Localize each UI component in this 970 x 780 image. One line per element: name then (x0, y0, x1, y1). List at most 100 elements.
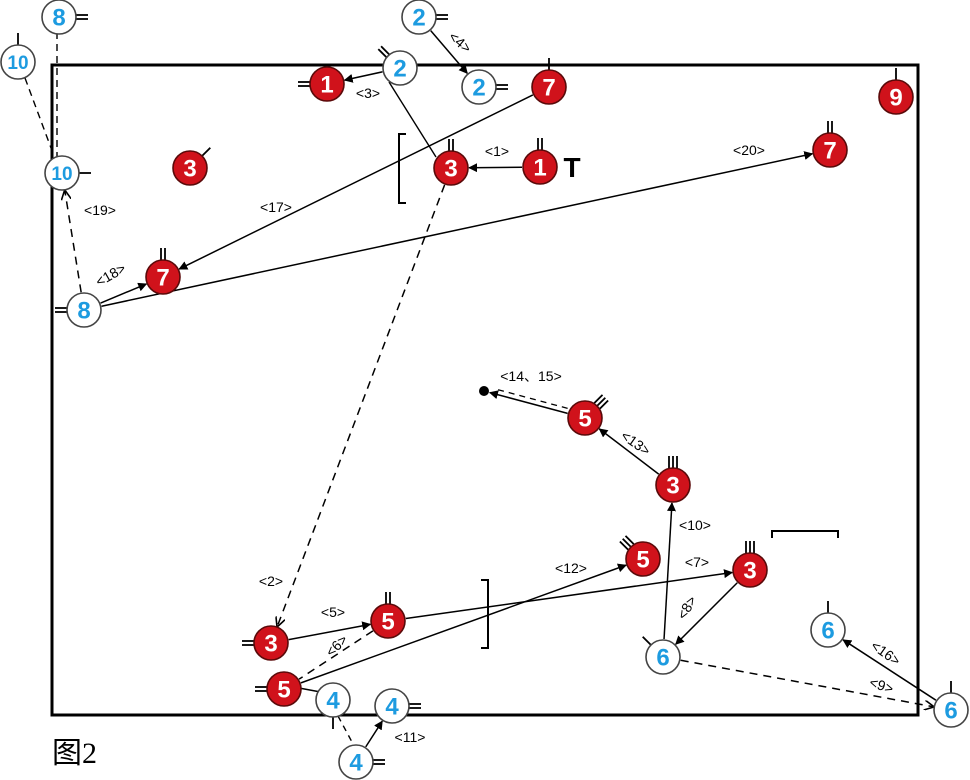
player-tick (619, 540, 629, 551)
move-line-m18 (100, 282, 148, 304)
player-red-7: 7 (145, 248, 181, 295)
player-number: 4 (385, 694, 399, 721)
player-blue-2: 2 (461, 69, 508, 105)
player-number: 5 (277, 677, 290, 704)
player-number: 3 (264, 631, 277, 658)
move-label-m1: <1> (485, 143, 509, 159)
player-red-5: 5 (255, 671, 302, 707)
player-disc (370, 603, 406, 639)
player-disc (522, 149, 558, 185)
player-tick (596, 397, 606, 407)
player-number: 2 (472, 75, 485, 102)
move-label-m13: <13> (618, 427, 653, 458)
player-tick (599, 399, 609, 410)
player-number: 7 (156, 265, 169, 292)
player-red-1: 1 (298, 66, 345, 102)
player-disc (41, 0, 77, 35)
player-disc (645, 639, 681, 675)
player-red-7: 7 (812, 121, 848, 168)
player-number: 8 (77, 298, 90, 325)
move-line-m4 (430, 30, 468, 75)
move-line-m3 (343, 71, 383, 83)
player-red-3: 3 (655, 456, 691, 503)
screen-bracket (481, 579, 489, 649)
guide-line (337, 715, 353, 743)
guide-line (24, 77, 55, 157)
player-number: 4 (326, 688, 340, 715)
player-number: 6 (821, 618, 834, 645)
move-label-m10: <10> (679, 517, 711, 533)
player-red-5: 5 (619, 535, 661, 577)
screen-bracket (771, 530, 839, 538)
player-suffix: T (563, 152, 580, 183)
player-number: 2 (393, 56, 406, 83)
move-label-m17: <17> (260, 199, 292, 215)
screen-bracket (398, 133, 406, 204)
move-label-m19: <19> (84, 202, 116, 218)
player-disc (44, 155, 80, 191)
player-number: 5 (578, 406, 591, 433)
player-blue-4: 4 (315, 682, 351, 729)
move-line-m19 (65, 191, 82, 293)
player-disc (338, 744, 374, 780)
player-tick (201, 147, 211, 157)
move-line-m20 (101, 151, 814, 307)
player-number: 5 (381, 609, 394, 636)
player-disc (266, 671, 302, 707)
player-disc (382, 50, 418, 86)
player-disc (401, 0, 437, 35)
move-label-m18: <18> (93, 260, 129, 290)
player-number: 3 (183, 156, 196, 183)
player-disc (374, 688, 410, 724)
player-disc (625, 541, 661, 577)
move-label-m7: <7> (685, 554, 709, 570)
move-label-m3: <3> (356, 85, 380, 101)
move-line-m6 (298, 630, 374, 680)
player-number: 3 (743, 558, 756, 585)
player-disc (531, 69, 567, 105)
player-red-7: 7 (531, 58, 567, 105)
moves-layer (65, 30, 937, 748)
player-disc (655, 467, 691, 503)
player-disc (66, 292, 102, 328)
move-label-m9: <9> (868, 674, 896, 697)
player-blue-6: 6 (642, 636, 681, 675)
player-number: 1 (320, 72, 333, 99)
player-red-3: 3 (732, 541, 768, 588)
player-disc (145, 259, 181, 295)
player-tick (622, 538, 632, 548)
player-number: 2 (412, 5, 425, 32)
player-blue-6: 6 (933, 681, 969, 728)
player-tick (642, 636, 652, 646)
player-disc (732, 552, 768, 588)
player-disc (567, 400, 603, 436)
player-number: 10 (51, 164, 72, 185)
move-line-m12 (300, 563, 627, 684)
player-red-3: 3 (433, 139, 469, 186)
move-line-m5 (288, 621, 372, 641)
move-line-m10 (663, 502, 676, 640)
court-boundary (50, 63, 920, 717)
move-label-m20: <20> (733, 142, 765, 158)
move-line-m16 (842, 639, 937, 701)
move-line-m14 (488, 390, 568, 415)
player-red-9: 9 (878, 68, 914, 115)
player-number: 6 (944, 698, 957, 725)
player-disc (315, 682, 351, 718)
player-disc (433, 150, 469, 186)
move-label-m12: <12> (555, 560, 587, 576)
move-line-m8 (675, 582, 738, 645)
player-tick (377, 48, 388, 59)
move-line-m14-dash (493, 387, 568, 409)
player-number: 3 (444, 156, 457, 183)
player-blue-6: 6 (810, 601, 846, 648)
move-line-m7 (405, 569, 734, 620)
player-red-5: 5 (370, 592, 406, 639)
player-blue-8: 8 (55, 292, 102, 328)
move-label-m5: <5> (321, 604, 345, 620)
ball-marker (479, 386, 489, 396)
move-line-m1 (468, 163, 523, 173)
